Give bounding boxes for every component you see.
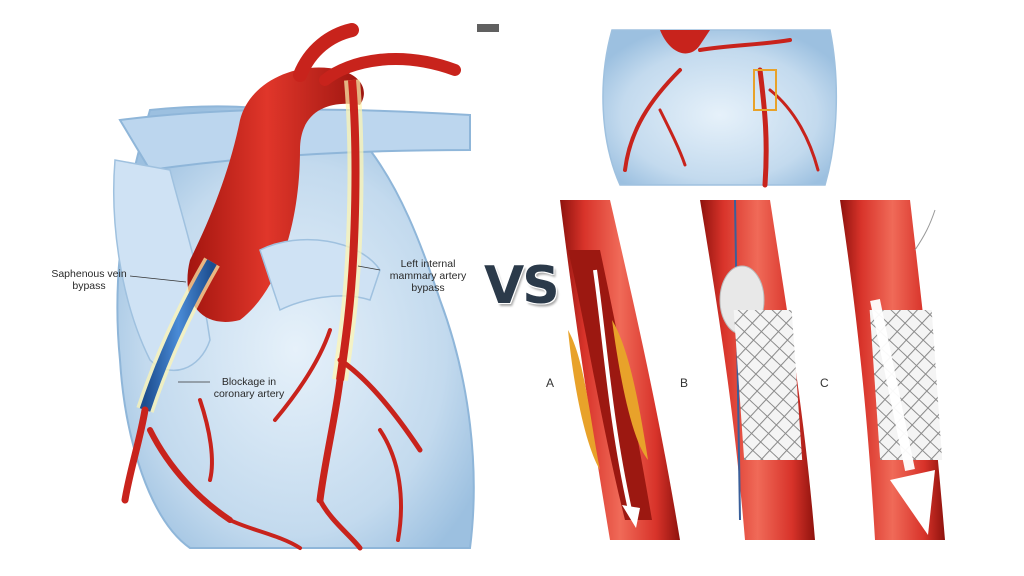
- inset-arteries: [623, 38, 820, 188]
- aortic-branch-2: [319, 53, 461, 86]
- stent-panel-b: [700, 199, 815, 540]
- vs-divider-text: VS: [484, 256, 560, 316]
- signature-mark: [914, 209, 936, 251]
- leader-lima: [357, 265, 381, 271]
- label-left-internal-mammary: Left internal mammary artery bypass: [389, 258, 467, 294]
- panel-label-b: B: [680, 376, 689, 390]
- label-saphenous-vein: Saphenous vein bypass: [51, 268, 127, 292]
- lima-graft-vessel: [336, 79, 360, 381]
- blood-flow-arrow-c: [870, 298, 915, 472]
- coronary-arteries: [121, 328, 423, 551]
- stent-mesh-b: [733, 310, 803, 460]
- plaque-right: [612, 320, 648, 460]
- aortic-branch-1: [293, 23, 359, 82]
- bypass-figure: [60, 20, 480, 560]
- inset-heart: [602, 29, 838, 186]
- top-mark: [477, 24, 499, 32]
- aorta: [187, 67, 364, 322]
- inset-highlight-box: [753, 69, 777, 111]
- leader-saphenous: [129, 275, 187, 283]
- panel-label-c: C: [820, 376, 829, 390]
- panel-label-a: A: [546, 376, 555, 390]
- plaque-left: [568, 330, 600, 470]
- label-blockage: Blockage in coronary artery: [213, 376, 285, 400]
- blood-flow-arrow-a: [593, 269, 632, 511]
- stent-panel-a: [560, 200, 680, 540]
- inset-aorta: [660, 30, 710, 54]
- stent-heart-inset: [602, 29, 838, 188]
- stent-panel-c: [840, 200, 945, 540]
- saphenous-vein-graft-vessel: [139, 259, 217, 412]
